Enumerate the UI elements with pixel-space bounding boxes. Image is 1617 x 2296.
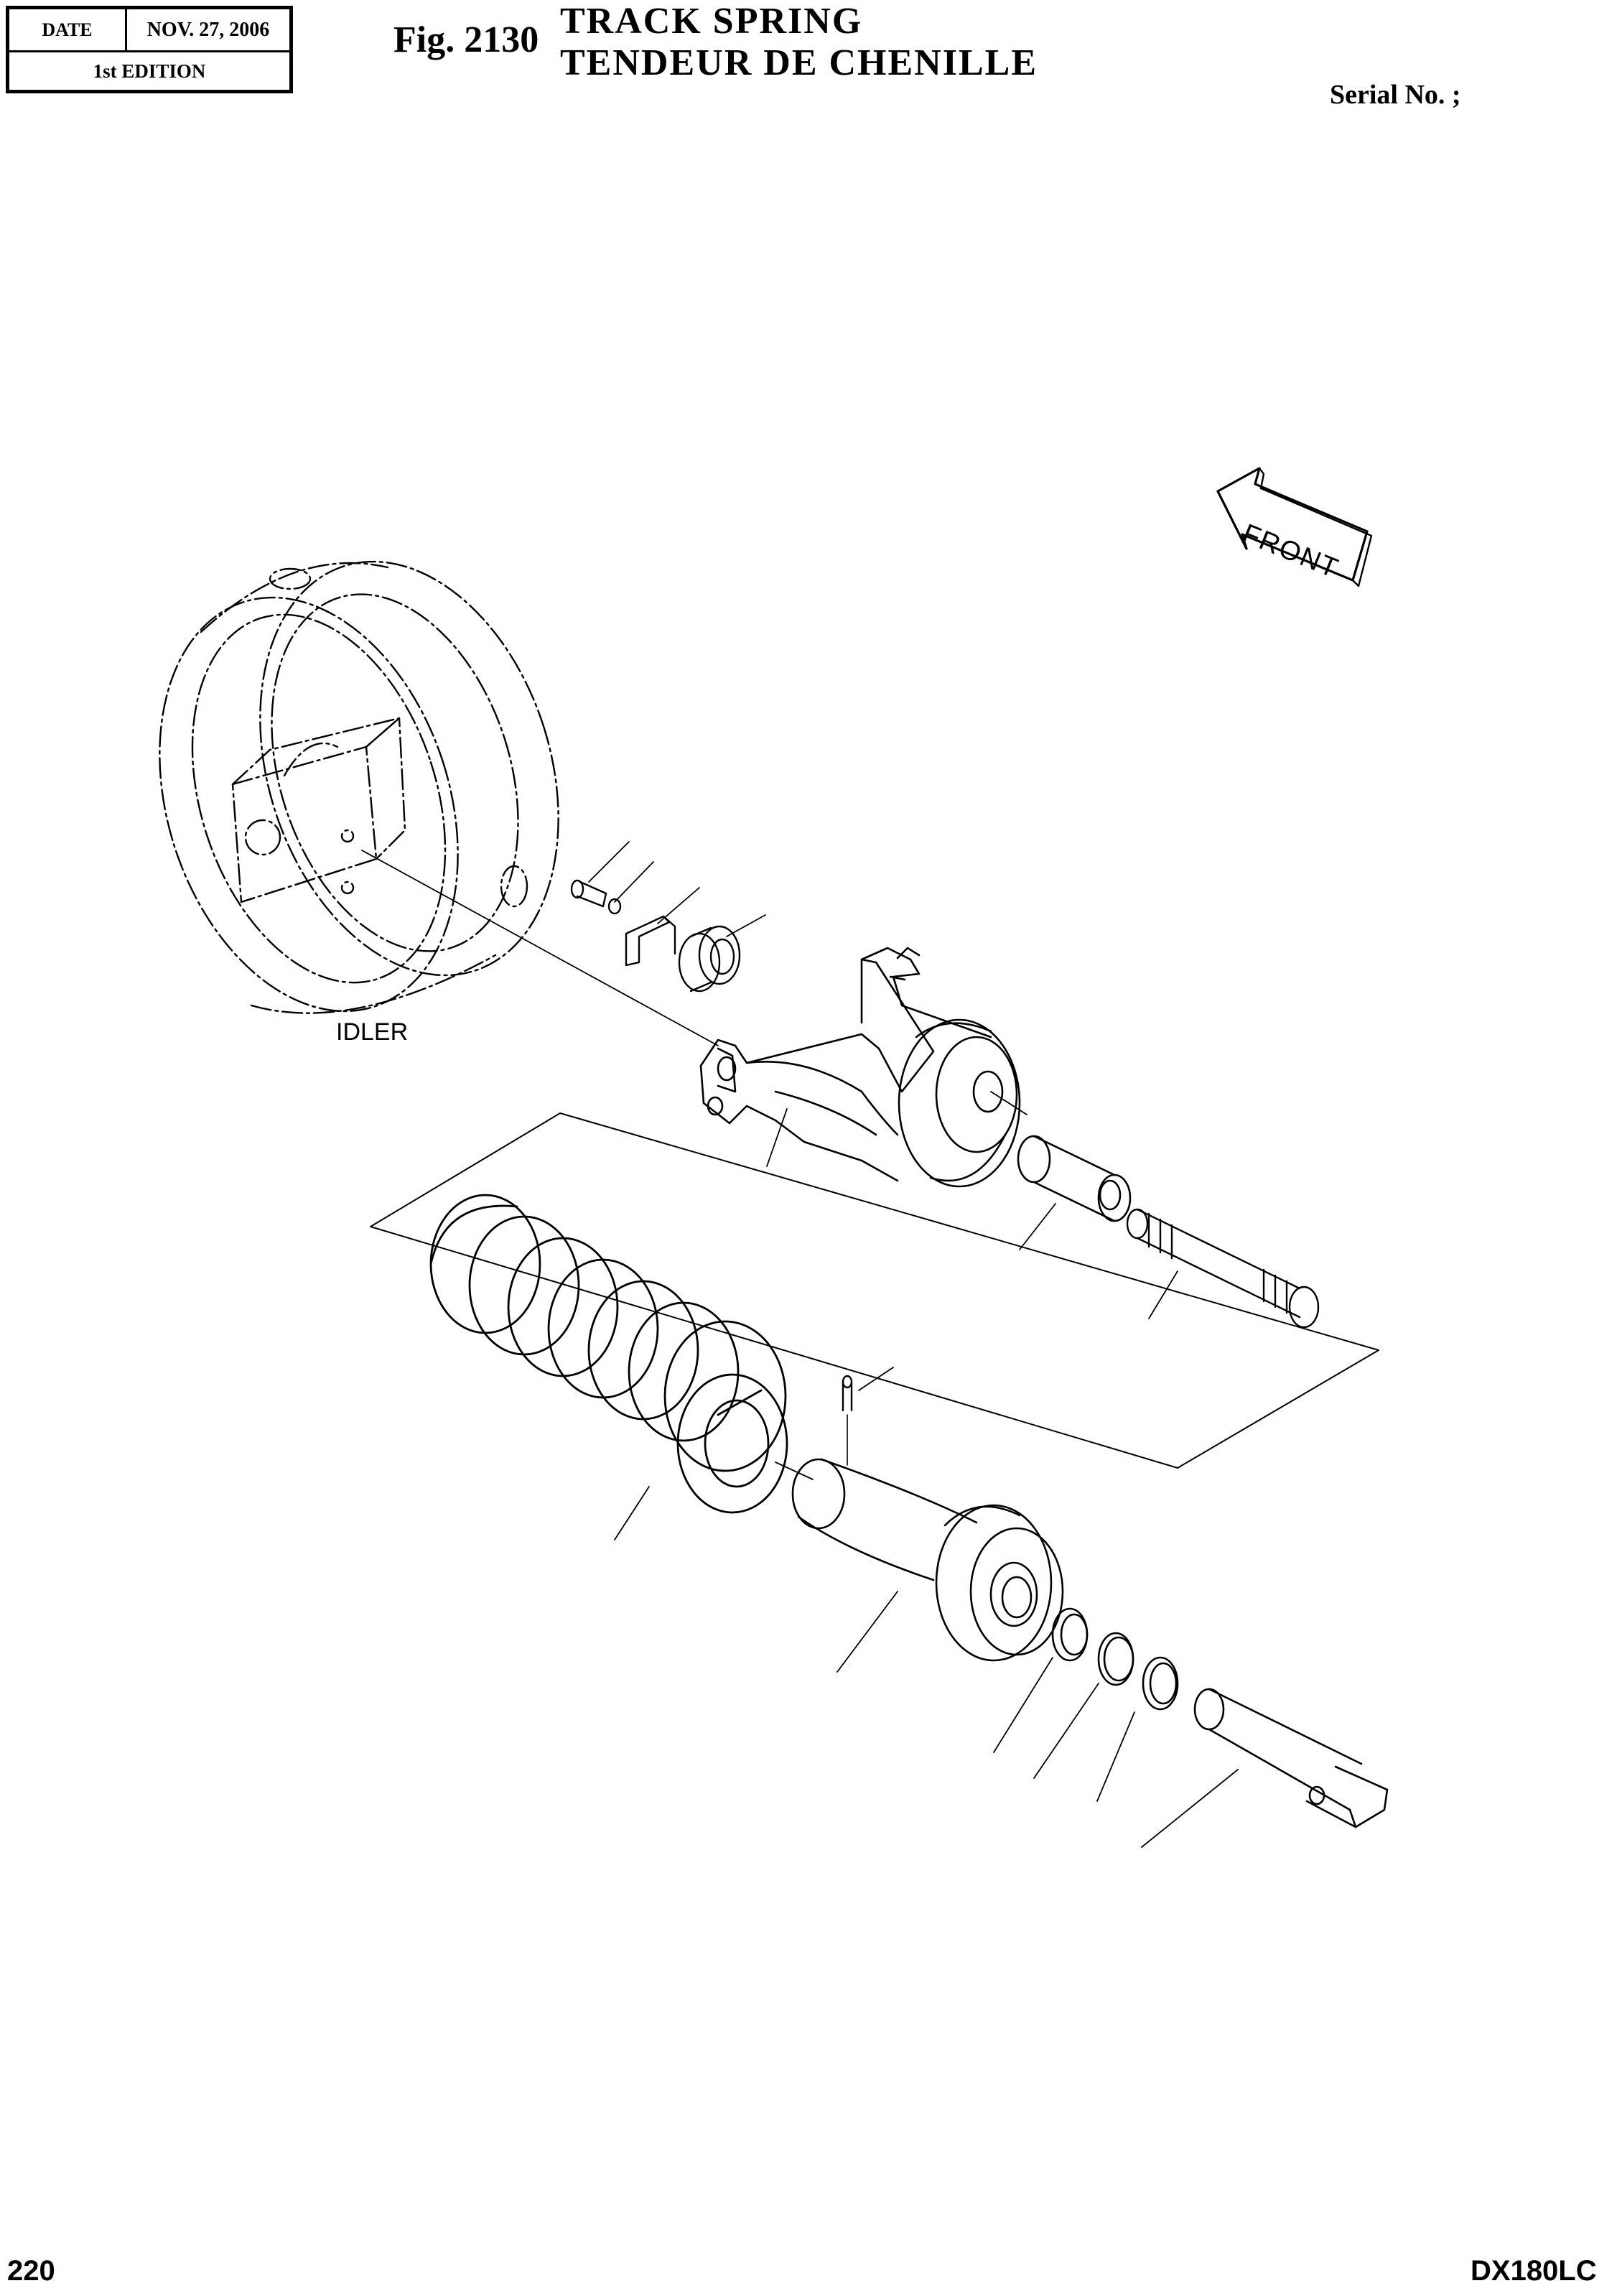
- spring-pin: [842, 1375, 853, 1466]
- washer: [607, 898, 622, 915]
- recoil-spring: [429, 1194, 788, 1514]
- bracket: [625, 915, 676, 967]
- assembly-frame: [370, 1112, 1379, 1469]
- o-ring: [1097, 1632, 1134, 1686]
- edition-box: DATE NOV. 27, 2006 1st EDITION: [6, 6, 293, 93]
- leader-lines-lower: [614, 1367, 1239, 1848]
- piston-rod: [1193, 1688, 1389, 1828]
- spring-cylinder: [791, 1458, 1064, 1662]
- figure-number: Fig. 2130: [393, 19, 539, 60]
- idler-label: IDLER: [336, 1018, 409, 1046]
- edition-label: 1st EDITION: [93, 60, 206, 82]
- serial-number-label: Serial No. ;: [1330, 80, 1461, 110]
- assembly-centerline-1: [361, 850, 719, 1046]
- bushing: [1017, 1135, 1132, 1222]
- assembly-centerline-2: [990, 1091, 1027, 1115]
- seal-ring: [1051, 1607, 1089, 1662]
- model-number: DX180LC: [1471, 2255, 1597, 2287]
- assembly-centerline-3: [775, 1461, 814, 1480]
- track-yoke: [699, 947, 1021, 1188]
- backup-ring: [1142, 1656, 1179, 1711]
- bolt: [570, 879, 607, 908]
- front-direction-arrow: [1216, 467, 1373, 587]
- lock-nut: [678, 925, 741, 993]
- title-french: TENDEUR DE CHENILLE: [560, 42, 1038, 83]
- leader-lines-upper: [588, 841, 1178, 1319]
- page-number: 220: [7, 2255, 55, 2287]
- grease-cylinder-rod: [1126, 1208, 1320, 1329]
- idler-wheel: [159, 560, 559, 1014]
- date-label: DATE: [9, 9, 127, 52]
- title-english: TRACK SPRING: [560, 1, 863, 42]
- date-value: NOV. 27, 2006: [127, 9, 289, 52]
